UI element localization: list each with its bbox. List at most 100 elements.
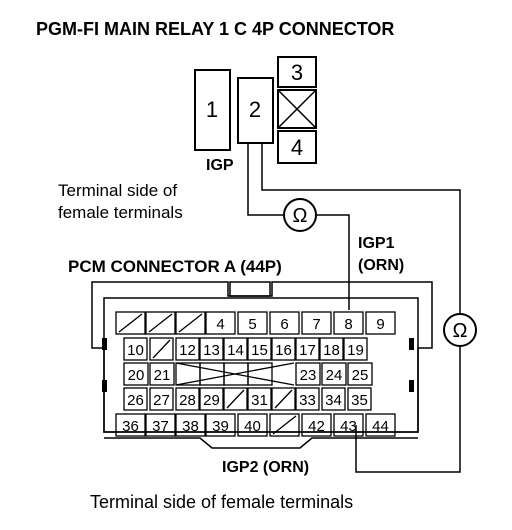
pcm-cavity xyxy=(115,311,146,335)
pcm-cavity-label: 35 xyxy=(351,392,368,409)
igp-label: IGP xyxy=(206,157,234,174)
pcm-cavity xyxy=(347,362,373,386)
pcm-cavity xyxy=(365,311,396,335)
pcm-blank-cavity xyxy=(274,389,293,409)
pcm-cavity xyxy=(269,413,300,437)
pcm-cavity-label: 5 xyxy=(248,316,256,333)
pcm-cavity xyxy=(149,362,175,386)
pcm-cavity-label: 18 xyxy=(323,342,340,359)
relay-terminal-side-line2: female terminals xyxy=(58,203,183,222)
pcm-cavity-label: 39 xyxy=(212,418,229,435)
pcm-cavity xyxy=(295,387,320,411)
pcm-cavity xyxy=(343,337,368,361)
pcm-cavity xyxy=(269,311,300,335)
igp1-label-line2: (ORN) xyxy=(358,257,404,274)
probe-wires xyxy=(247,143,461,473)
pcm-cavity xyxy=(333,413,364,437)
pcm-cavity xyxy=(333,311,364,335)
pcm-cavity xyxy=(199,337,224,361)
pcm-cavity-label: 19 xyxy=(347,342,364,359)
diagram-title: PGM-FI MAIN RELAY 1 C 4P CONNECTOR xyxy=(36,19,394,39)
pcm-cavity-label: 31 xyxy=(251,392,268,409)
pcm-cavity-label: 44 xyxy=(372,418,389,435)
pcm-blank-cavity xyxy=(272,415,297,435)
pcm-cavity xyxy=(295,337,320,361)
pcm-cavity xyxy=(145,311,176,335)
pcm-cavity xyxy=(199,387,224,411)
pcm-cavity xyxy=(321,387,346,411)
pcm-cavity xyxy=(247,387,272,411)
pcm-cavity-label: 34 xyxy=(325,392,342,409)
pcm-cavity xyxy=(301,311,332,335)
pcm-cavity-label: 27 xyxy=(153,392,170,409)
pcm-cavity xyxy=(347,387,372,411)
pcm-cavity-label: 42 xyxy=(308,418,325,435)
pcm-blank-cavity xyxy=(226,389,245,409)
relay-pin-1-label: 1 xyxy=(206,97,218,122)
pcm-cavity-label: 40 xyxy=(244,418,261,435)
pcm-cavity-label: 36 xyxy=(122,418,139,435)
pcm-cavity-label: 17 xyxy=(299,342,316,359)
pcm-cavity-label: 26 xyxy=(127,392,144,409)
pcm-blank-cavity xyxy=(178,313,203,333)
pcm-cavity xyxy=(237,413,268,437)
pcm-cavity xyxy=(123,362,149,386)
pcm-cavity xyxy=(223,337,248,361)
ohmmeter-2: Ω xyxy=(443,313,477,347)
relay-blank-cavity xyxy=(277,89,317,129)
pcm-cavity xyxy=(247,337,272,361)
pcm-connector-title: PCM CONNECTOR A (44P) xyxy=(68,257,282,276)
pcm-cavity xyxy=(271,387,296,411)
pcm-cavity-label: 38 xyxy=(182,418,199,435)
pcm-cavity-label: 28 xyxy=(179,392,196,409)
relay-pin-3 xyxy=(277,56,317,88)
pcm-cavity xyxy=(175,387,200,411)
igp2-label: IGP2 (ORN) xyxy=(222,459,309,476)
pcm-cavity xyxy=(149,387,174,411)
pcm-cavity xyxy=(295,362,321,386)
pcm-cavity xyxy=(271,337,296,361)
pcm-cavity xyxy=(205,311,236,335)
pcm-cavity xyxy=(365,413,396,437)
relay-pin-4-label: 4 xyxy=(291,135,303,160)
igp1-label-line1: IGP1 xyxy=(358,235,395,252)
pcm-cavity-label: 7 xyxy=(312,316,320,333)
ohmmeter-2-circle xyxy=(443,313,477,347)
relay-pin-2-label: 2 xyxy=(249,97,261,122)
pcm-cavity-label: 10 xyxy=(127,342,144,359)
relay-terminal-side-line1: Terminal side of xyxy=(58,181,177,200)
pcm-cavity-label: 21 xyxy=(154,367,171,384)
pcm-cavity xyxy=(175,337,200,361)
pcm-cavity xyxy=(145,413,176,437)
relay-pin-3-label: 3 xyxy=(291,60,303,85)
pcm-cavity-label: 24 xyxy=(326,367,343,384)
pcm-cavity-label: 25 xyxy=(352,367,369,384)
pcm-cavity xyxy=(237,311,268,335)
footer-caption: Terminal side of female terminals xyxy=(90,492,353,512)
pcm-cavity-label: 12 xyxy=(179,342,196,359)
pcm-blank-cavity xyxy=(148,313,173,333)
pcm-cavity xyxy=(115,413,146,437)
pcm-cavity xyxy=(205,413,236,437)
pcm-cavity-label: 9 xyxy=(376,316,384,333)
pcm-cavity xyxy=(247,362,273,386)
ohmmeter-1-circle xyxy=(283,198,317,232)
pcm-cavity xyxy=(319,337,344,361)
ohm-icon: Ω xyxy=(453,320,468,342)
relay-pin-4 xyxy=(277,130,317,164)
pcm-cavity-label: 4 xyxy=(216,316,224,333)
pcm-cavity xyxy=(123,387,148,411)
pcm-cavity xyxy=(321,362,347,386)
pcm-cavity xyxy=(123,337,148,361)
relay-pin-1 xyxy=(194,69,231,151)
ohmmeter-1: Ω xyxy=(283,198,317,232)
pcm-blank-block xyxy=(175,362,295,386)
pcm-cavity xyxy=(149,337,174,361)
relay-connector: 1 2 3 4 xyxy=(194,56,317,164)
pcm-cavity-label: 29 xyxy=(203,392,220,409)
pcm-cavity-label: 15 xyxy=(251,342,268,359)
pcm-cavity xyxy=(175,413,206,437)
pcm-cavity-label: 8 xyxy=(344,316,352,333)
pcm-cavity xyxy=(199,362,225,386)
